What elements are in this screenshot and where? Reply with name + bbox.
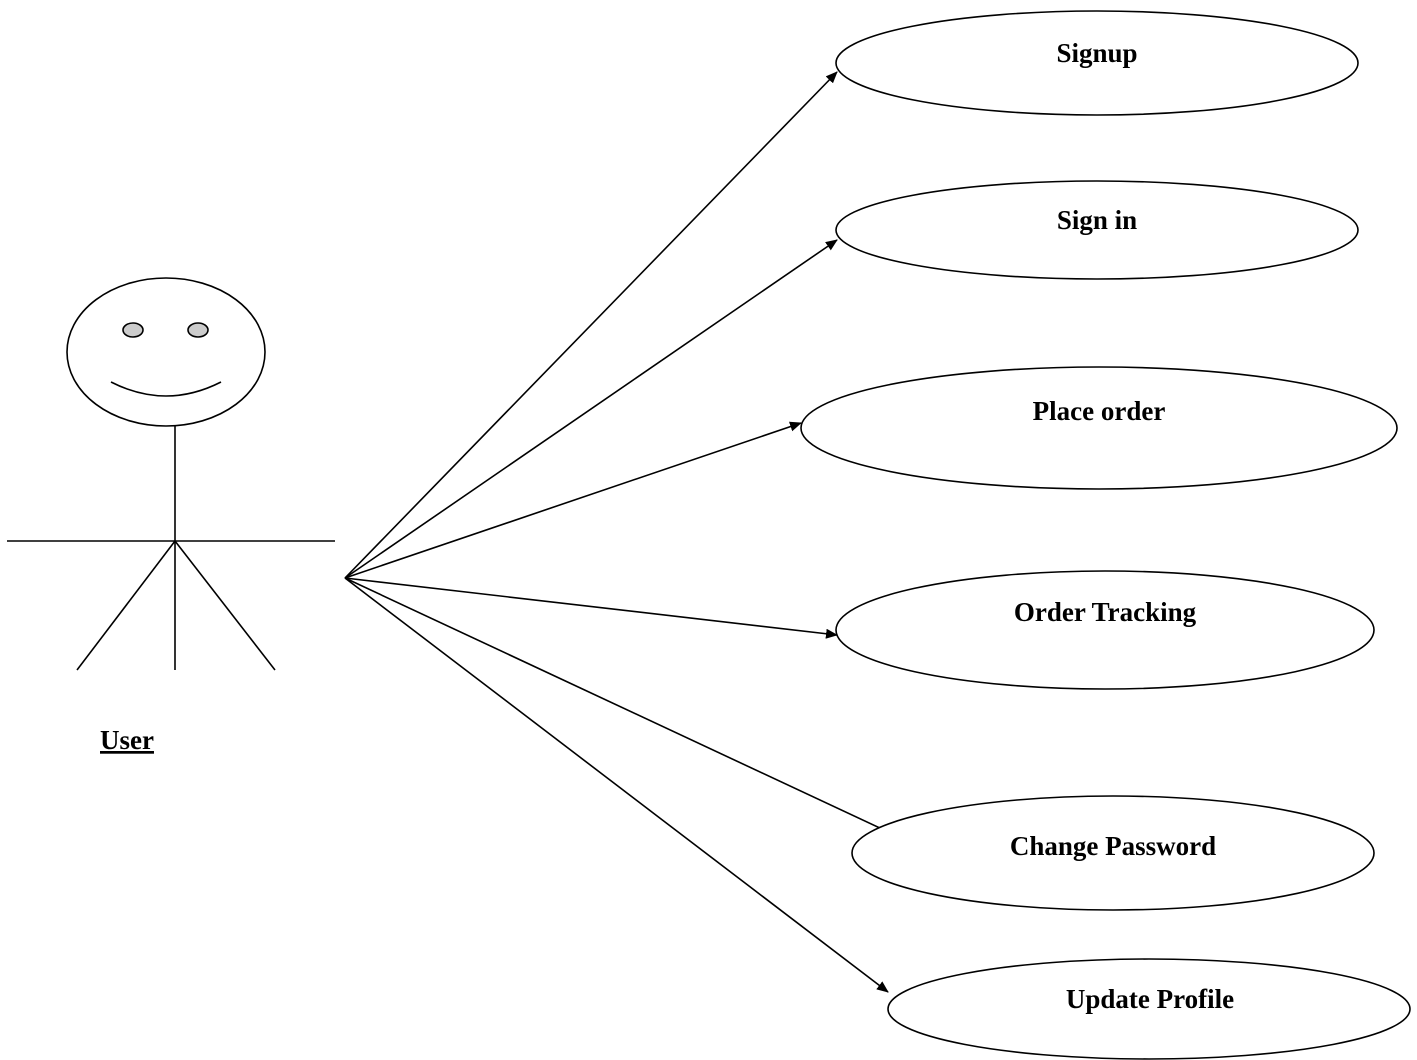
actor-right-eye bbox=[187, 322, 209, 338]
stick-figure-icon bbox=[7, 277, 335, 671]
use-case-label: Order Tracking bbox=[1014, 597, 1197, 627]
use-case-order-tracking: Order Tracking bbox=[835, 570, 1375, 690]
use-case-place-order: Place order bbox=[800, 366, 1398, 490]
actor-smile bbox=[110, 381, 222, 397]
actor-user: User bbox=[7, 277, 335, 755]
actor-left-eye bbox=[122, 322, 144, 338]
use-case-ellipse bbox=[835, 180, 1359, 280]
arrow-to-update-profile bbox=[344, 577, 889, 993]
arrow-to-sign-in bbox=[344, 239, 838, 579]
arrow-to-change-password bbox=[344, 577, 898, 837]
use-case-label: Signup bbox=[1056, 38, 1137, 68]
use-case-sign-in: Sign in bbox=[835, 180, 1359, 280]
use-case-ellipse bbox=[835, 10, 1359, 116]
associations bbox=[344, 71, 898, 993]
use-case-ellipse bbox=[851, 795, 1375, 911]
actor-left-leg bbox=[76, 540, 176, 671]
actor-label: User bbox=[100, 725, 154, 755]
arrow-to-signup bbox=[344, 71, 838, 579]
arrow-to-place-order bbox=[344, 421, 802, 579]
use-case-label: Change Password bbox=[1010, 831, 1216, 861]
use-case-label: Sign in bbox=[1057, 205, 1137, 235]
use-case-ellipse bbox=[887, 958, 1411, 1060]
use-case-ellipse bbox=[835, 570, 1375, 690]
use-case-label: Update Profile bbox=[1066, 984, 1234, 1014]
actor-right-leg bbox=[174, 540, 276, 671]
use-case-change-password: Change Password bbox=[851, 795, 1375, 911]
use-case-update-profile: Update Profile bbox=[887, 958, 1411, 1060]
use-case-signup: Signup bbox=[835, 10, 1359, 116]
use-case-label: Place order bbox=[1033, 396, 1166, 426]
actor-head bbox=[66, 277, 266, 427]
use-case-ellipse bbox=[800, 366, 1398, 490]
arrow-to-order-tracking bbox=[344, 577, 838, 639]
